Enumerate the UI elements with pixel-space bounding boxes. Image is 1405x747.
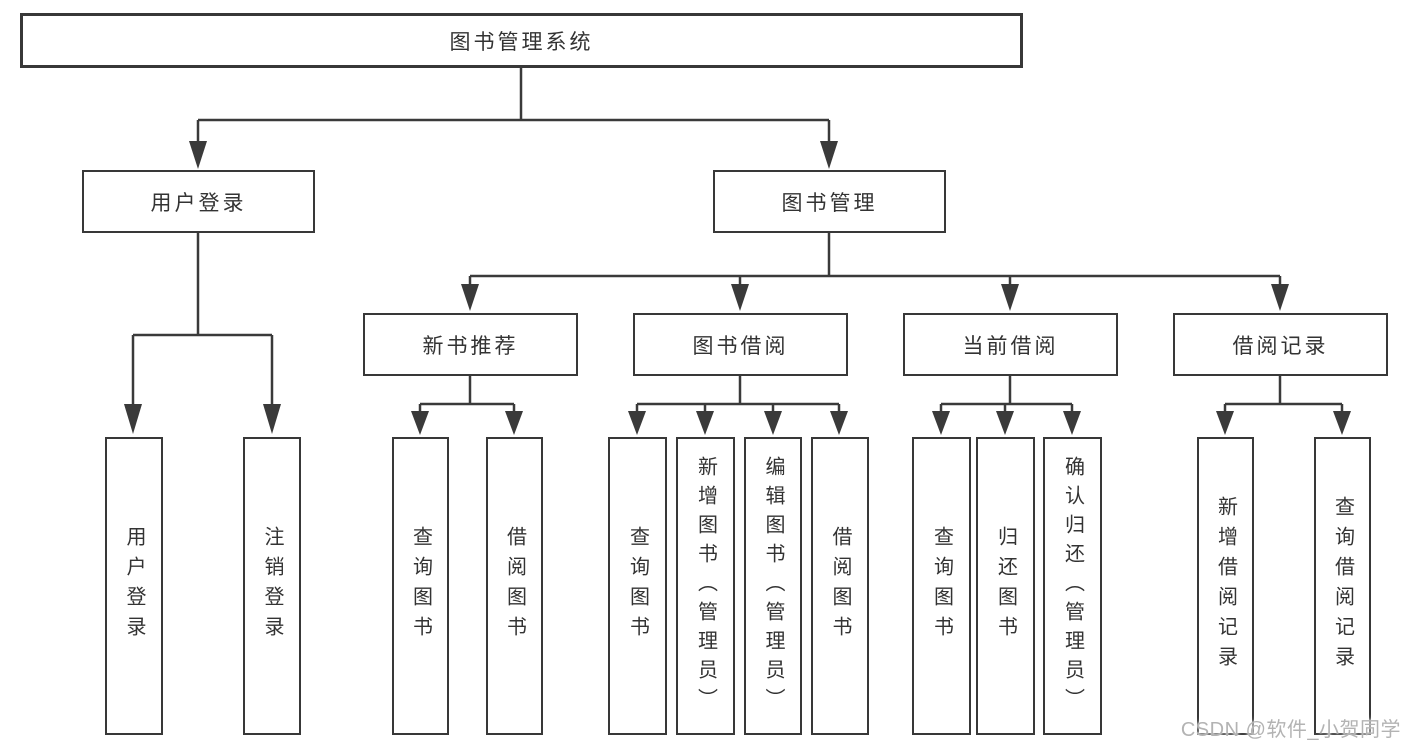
- leaf-query-books-1: 查询图书: [392, 437, 449, 735]
- node-new-book-recommend: 新书推荐: [363, 313, 578, 376]
- csdn-watermark: CSDN @软件_小贺同学: [1180, 719, 1401, 741]
- arrow-to-leaf-return-book: [996, 404, 1014, 435]
- leaf-confirm-return-admin: 确认归还（管理员）: [1043, 437, 1102, 735]
- arrow-to-leaf-user-login: [124, 335, 142, 434]
- arrow-to-leaf-add-record: [1216, 404, 1234, 435]
- arrow-to-leaf-query-record: [1333, 404, 1351, 435]
- leaf-query-borrow-record: 查询借阅记录: [1314, 437, 1371, 735]
- node-current-borrow: 当前借阅: [903, 313, 1118, 376]
- arrow-to-leaf-query-books-2: [628, 404, 646, 435]
- arrow-to-leaf-add-book: [696, 404, 714, 435]
- leaf-query-books-3: 查询图书: [912, 437, 971, 735]
- node-root: 图书管理系统: [20, 13, 1023, 68]
- edge-root-split: [198, 66, 829, 122]
- node-borrow-records: 借阅记录: [1173, 313, 1388, 376]
- arrow-to-book-borrow: [731, 276, 749, 311]
- leaf-logout: 注销登录: [243, 437, 301, 735]
- edge-book-management-split: [470, 233, 1280, 278]
- arrow-to-leaf-borrow-books-2: [830, 404, 848, 435]
- node-book-borrow: 图书借阅: [633, 313, 848, 376]
- node-user-login: 用户登录: [82, 170, 315, 233]
- edge-new-book-recommend-split: [420, 376, 514, 406]
- leaf-edit-book-admin: 编辑图书（管理员）: [744, 437, 802, 735]
- node-book-management: 图书管理: [713, 170, 946, 233]
- arrow-to-leaf-edit-book: [764, 404, 782, 435]
- arrow-to-borrow-records: [1271, 276, 1289, 311]
- leaf-user-login: 用户登录: [105, 437, 163, 735]
- leaf-borrow-books-1: 借阅图书: [486, 437, 543, 735]
- arrow-to-leaf-query-books-1: [411, 404, 429, 435]
- leaf-add-book-admin: 新增图书（管理员）: [676, 437, 735, 735]
- arrow-to-leaf-borrow-books-1: [505, 404, 523, 435]
- edge-current-borrow-split: [941, 376, 1072, 406]
- arrow-to-new-book-recommend: [461, 276, 479, 311]
- arrow-to-leaf-query-books-3: [932, 404, 950, 435]
- leaf-borrow-books-2: 借阅图书: [811, 437, 869, 735]
- edge-user-login-split: [133, 233, 272, 337]
- arrow-to-current-borrow: [1001, 276, 1019, 311]
- leaf-query-books-2: 查询图书: [608, 437, 667, 735]
- leaf-return-book: 归还图书: [976, 437, 1035, 735]
- arrow-root-to-book-management: [820, 120, 838, 169]
- edge-borrow-records-split: [1225, 376, 1342, 406]
- arrow-root-to-user-login: [189, 120, 207, 169]
- arrow-to-leaf-confirm-return: [1063, 404, 1081, 435]
- leaf-add-borrow-record: 新增借阅记录: [1197, 437, 1254, 735]
- arrow-to-leaf-logout: [263, 335, 281, 434]
- edge-book-borrow-split: [637, 376, 839, 406]
